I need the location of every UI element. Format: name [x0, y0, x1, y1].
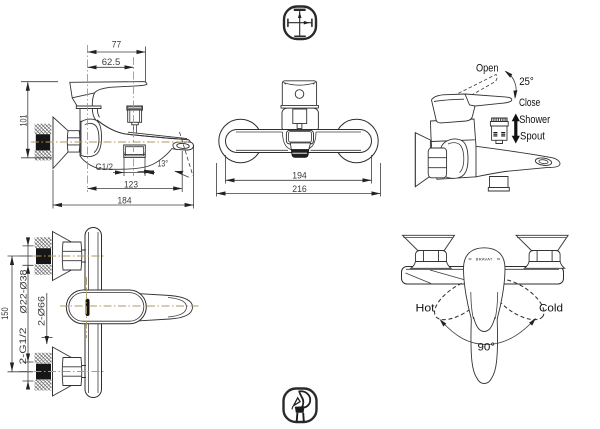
svg-text:194: 194 [292, 171, 307, 182]
svg-text:123: 123 [124, 179, 138, 190]
svg-text:Shower: Shower [519, 114, 550, 126]
svg-text:25°: 25° [519, 76, 534, 88]
svg-text:77: 77 [112, 40, 121, 51]
svg-text:2-G1/2: 2-G1/2 [18, 328, 29, 365]
svg-text:90°: 90° [478, 342, 496, 354]
svg-text:Close: Close [519, 97, 540, 109]
svg-text:2-Ø66: 2-Ø66 [37, 296, 48, 326]
svg-text:13°: 13° [158, 159, 169, 170]
svg-text:150: 150 [0, 307, 11, 320]
svg-text:62.5: 62.5 [102, 57, 121, 68]
svg-text:184: 184 [118, 196, 133, 207]
svg-text:216: 216 [292, 184, 307, 195]
svg-text:G1/2: G1/2 [96, 162, 114, 173]
svg-text:101: 101 [18, 115, 29, 127]
svg-text:Open: Open [476, 63, 499, 75]
svg-text:Spout: Spout [520, 130, 545, 142]
svg-text:Ø22-Ø38: Ø22-Ø38 [19, 270, 30, 314]
svg-text:Cold: Cold [539, 303, 563, 315]
svg-text:Hot: Hot [416, 303, 435, 315]
svg-text:BRAVAT: BRAVAT [476, 257, 493, 262]
